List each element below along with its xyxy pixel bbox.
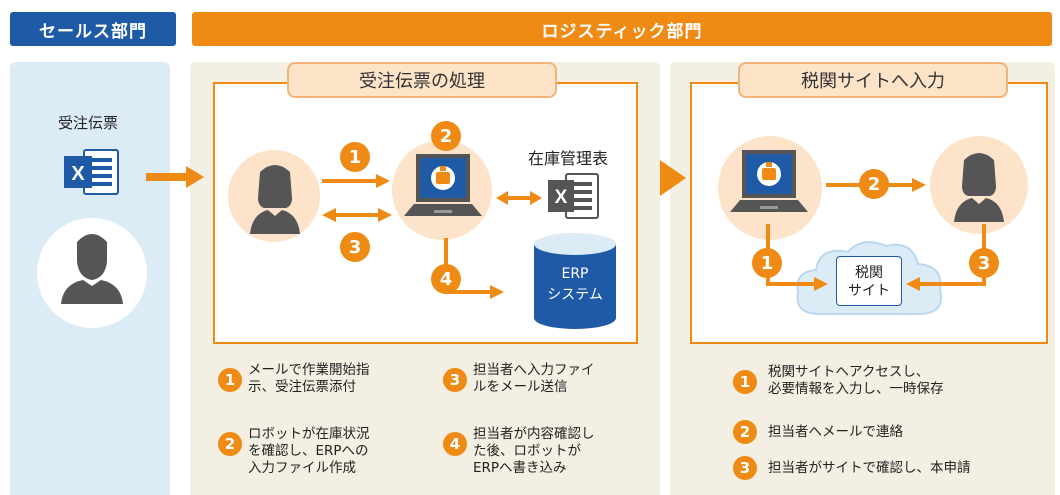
step-2-badge: 2 [859,169,889,199]
excel-icon: X [64,149,119,195]
note-line: ルをメール送信 [473,379,568,395]
note-line: ロボットが在庫状況 [248,426,370,442]
customs-title: 税関サイトへ入力 [738,62,1008,98]
tax-note-1-badge: 1 [733,370,757,394]
arrow-icon [322,208,392,222]
svg-text:X: X [555,187,568,208]
order-slip-label: 受注伝票 [58,114,119,132]
note-line: 担当者が内容確認し [473,426,595,442]
step-3-badge: 3 [969,248,999,278]
logistics-department-header: ロジスティック部門 [192,12,1052,46]
svg-text:X: X [71,163,85,185]
note-line: 担当者へメールで連絡 [768,424,903,440]
arrow-icon [146,166,204,188]
tax-note-3-text: 担当者がサイトで確認し、本申請 [768,460,971,477]
person-icon [250,165,300,234]
arrow-icon [322,174,390,188]
step-1-badge: 1 [752,248,782,278]
step-3-badge: 3 [340,232,370,262]
database-icon [534,233,616,329]
person-icon [61,234,123,304]
note-2-badge: 2 [218,432,242,456]
note-line: メールで作業開始指 [248,362,370,378]
erp-label-2: システム [547,287,603,303]
customs-site-label-2: サイト [848,283,890,299]
order-processing-title: 受注伝票の処理 [287,62,557,98]
chevron-right-icon [660,160,686,196]
person-icon [954,153,1004,222]
arrow-icon [496,191,542,205]
tax-note-2-text: 担当者へメールで連絡 [768,424,903,441]
note-line: 示、受注伝票添付 [248,379,356,395]
note-line: ERPへ書き込み [473,460,567,476]
tax-note-2-badge: 2 [733,420,757,444]
step-2-badge: 2 [431,121,461,151]
note-2-text: ロボットが在庫状況 を確認し、ERPへの 入力ファイル作成 [248,426,370,477]
excel-icon: X [548,173,599,219]
note-1-badge: 1 [218,368,242,392]
step-1-badge: 1 [340,142,370,172]
sales-department-header: セールス部門 [10,12,176,46]
note-3-text: 担当者へ入力ファイ ルをメール送信 [473,362,595,396]
tax-note-3-badge: 3 [733,456,757,480]
inventory-label: 在庫管理表 [528,149,609,168]
customs-site-label-1: 税関 [855,265,883,281]
laptop-robot-icon [404,154,482,216]
step-4-badge: 4 [431,264,461,294]
note-4-badge: 4 [443,432,467,456]
note-line: 税関サイトへアクセスし、 [768,364,930,380]
note-line: 入力ファイル作成 [248,460,356,476]
note-line: 必要情報を入力し、一時保存 [768,381,944,397]
note-line: た後、ロボットが [473,443,581,459]
customs-site-box [836,256,902,306]
erp-label-1: ERP [561,266,589,282]
note-line: 担当者がサイトで確認し、本申請 [768,460,971,476]
note-4-text: 担当者が内容確認し た後、ロボットが ERPへ書き込み [473,426,595,477]
note-line: を確認し、ERPへの [248,443,369,459]
tax-note-1-text: 税関サイトへアクセスし、 必要情報を入力し、一時保存 [768,364,944,398]
note-3-badge: 3 [443,368,467,392]
note-line: 担当者へ入力ファイ [473,362,595,378]
note-1-text: メールで作業開始指 示、受注伝票添付 [248,362,370,396]
laptop-robot-icon [730,150,808,212]
